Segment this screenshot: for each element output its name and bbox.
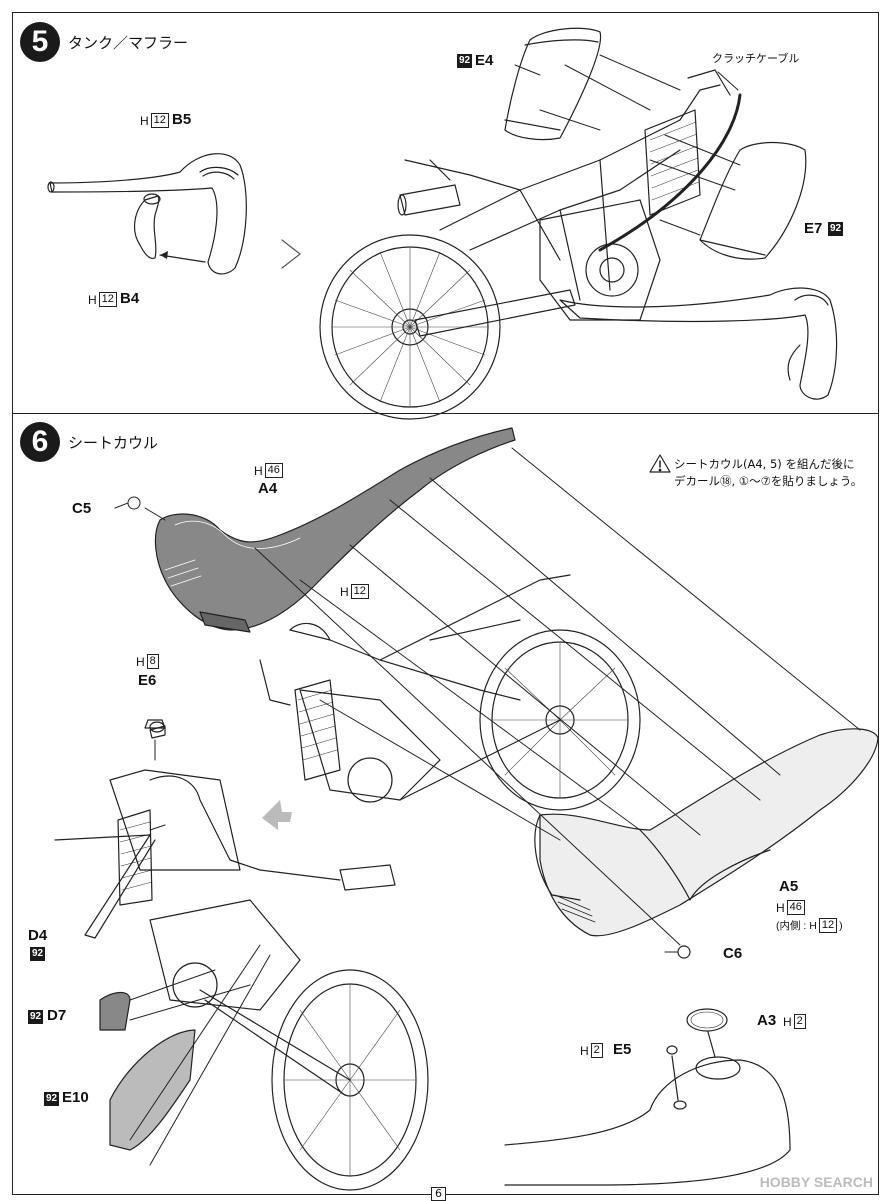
part-e6-label: E6	[138, 672, 157, 689]
detail-a3-e5-drawing	[504, 1008, 791, 1186]
inner-color-text: )	[839, 919, 843, 932]
part-c6-label: C6	[723, 945, 743, 962]
part-b4-label: B4	[120, 290, 140, 307]
watermark-text: HOBBY SEARCH	[759, 1174, 873, 1190]
watermark-logo: HOBBY SEARCH	[760, 1174, 873, 1190]
color-number-box: 12	[350, 584, 369, 599]
step-number-badge: 6	[20, 422, 60, 462]
part-e4-label: E4	[475, 52, 494, 69]
muffler-b4-drawing	[133, 193, 161, 260]
part-d4-label: D4	[28, 927, 48, 944]
color-92-badge: 92	[28, 1010, 44, 1024]
clutch-cable-label: クラッチケーブル	[712, 52, 800, 65]
color-number-box: 12	[150, 113, 169, 128]
part-d7-drawing	[99, 991, 131, 1031]
color-number-box: 12	[818, 918, 838, 933]
part-e10-label: E10	[62, 1089, 89, 1106]
seat-cowl-a5-drawing	[534, 728, 879, 959]
color-number-box: 12	[98, 292, 117, 307]
cap-e6-drawing	[144, 719, 166, 729]
color-number-box: 2	[793, 1014, 806, 1029]
step-number-badge: 5	[20, 22, 60, 62]
part-a3-label: A3	[757, 1012, 777, 1029]
part-a4-label: A4	[258, 480, 278, 497]
page-number: 6	[431, 1187, 446, 1201]
bike-lower-left-drawing	[109, 721, 429, 1191]
note-line: シートカウル(A4, 5) を組んだ後に	[674, 457, 855, 471]
part-e5-label: E5	[613, 1041, 632, 1058]
part-e10-drawing	[109, 1029, 196, 1151]
tank-shroud-e7-drawing	[699, 141, 807, 260]
step-title: タンク／マフラー	[68, 34, 189, 52]
part-e7-label: E7	[804, 220, 823, 237]
part-a5-label: A5	[779, 878, 799, 895]
bracket-d4-drawing	[54, 834, 156, 939]
bike-step6-drawing	[259, 574, 641, 811]
part-d7-label: D7	[47, 1007, 67, 1024]
tank-shroud-e4-drawing	[504, 27, 602, 141]
part-b5-label: B5	[172, 111, 192, 128]
assembly-note: シートカウル(A4, 5) を組んだ後に デカール⑱, ①〜⑦を貼りましょう。	[674, 456, 862, 490]
b4-arrow	[159, 254, 206, 263]
color-number-box: 8	[146, 654, 159, 669]
muffler-b5-drawing	[47, 153, 247, 275]
seat-cowl-a4-drawing	[127, 427, 516, 633]
color-92-badge: 92	[30, 947, 46, 961]
color-92-badge: 92	[457, 54, 473, 68]
lower-left-assembly-lines	[129, 739, 271, 1166]
bike-step5-drawing	[319, 69, 838, 420]
color-92-badge: 92	[828, 222, 844, 236]
color-92-badge: 92	[44, 1092, 60, 1106]
note-line: デカール⑱, ①〜⑦を貼りましょう。	[674, 474, 863, 488]
inner-color-text: (内側 : H	[776, 920, 817, 932]
step-divider	[12, 413, 879, 414]
view-direction-arrow	[262, 800, 292, 830]
step-title: シートカウル	[68, 434, 159, 452]
part-c5-label: C5	[72, 500, 92, 517]
step6-assembly-lines	[114, 447, 861, 953]
color-number-box: 46	[786, 900, 805, 915]
color-number-box: 46	[264, 463, 283, 478]
step5-assembly-lines	[514, 54, 741, 236]
color-number-box: 2	[590, 1043, 603, 1058]
